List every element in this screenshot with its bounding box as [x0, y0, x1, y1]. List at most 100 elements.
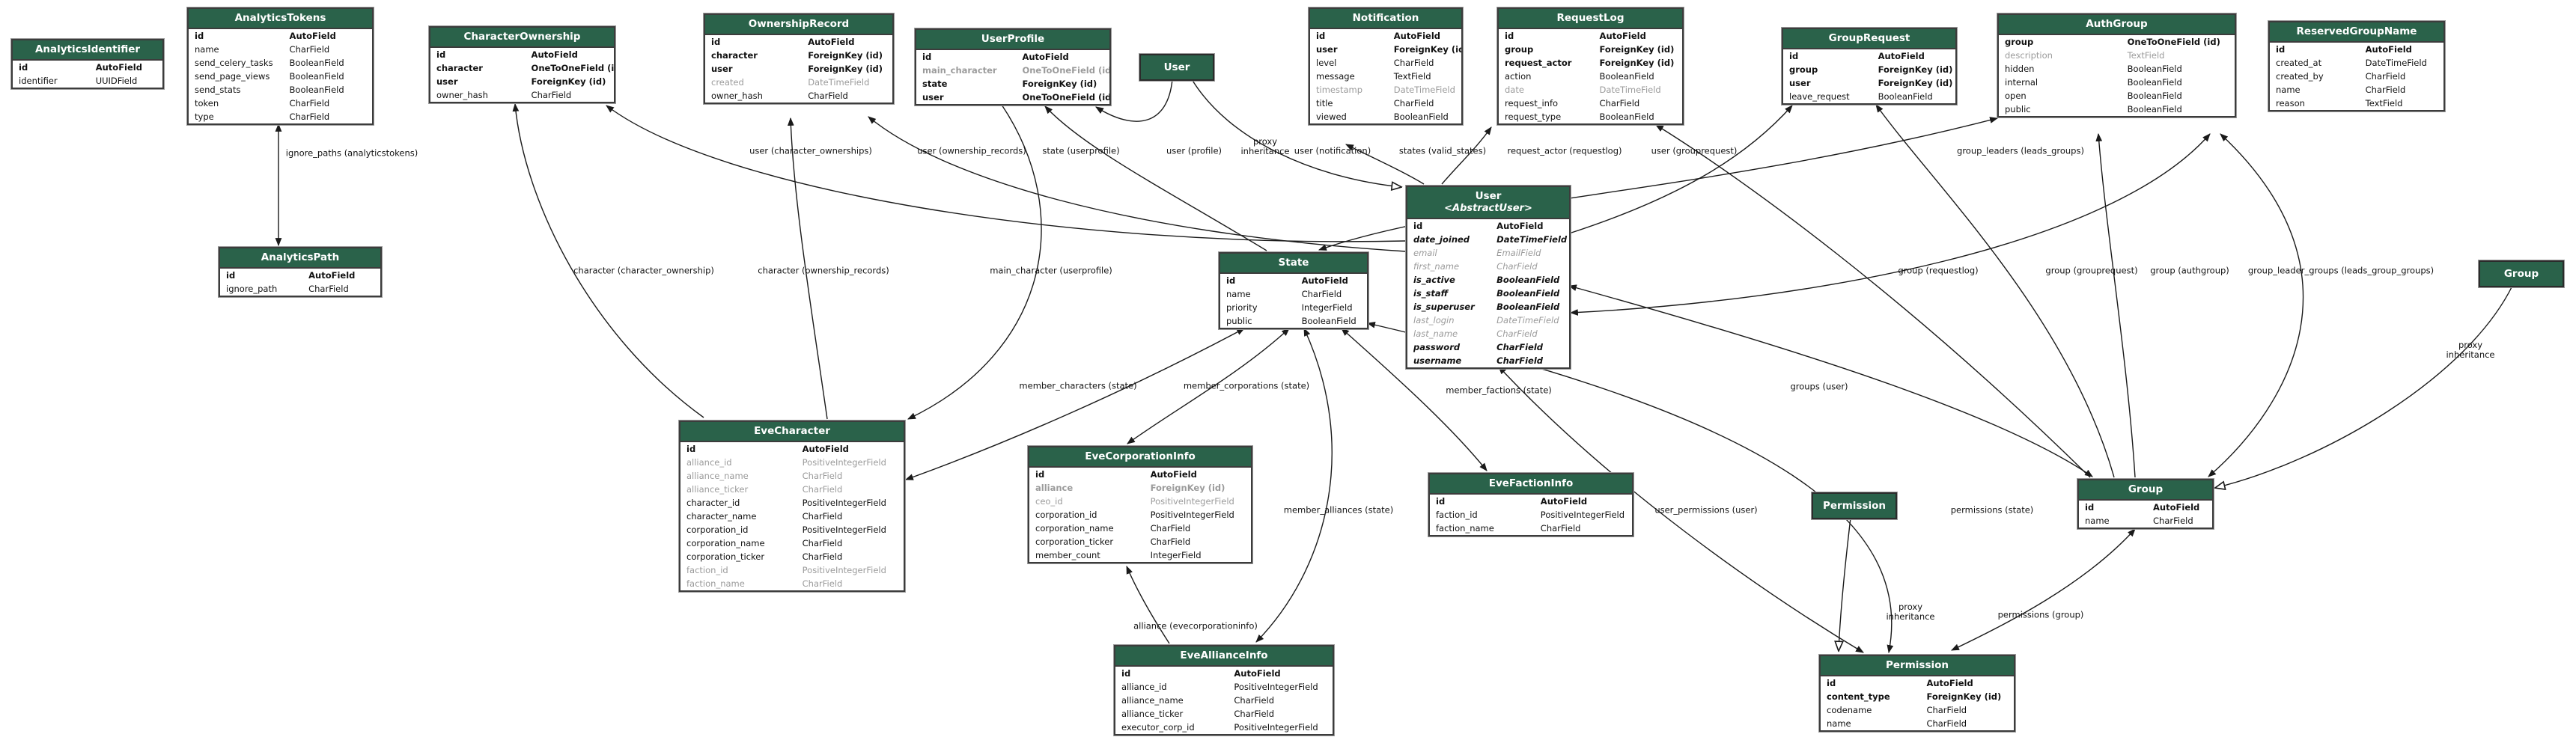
field-type: CharField	[802, 470, 843, 481]
field-name: id	[1226, 275, 1236, 286]
edge-label: request_actor (requestlog)	[1507, 145, 1622, 156]
table-title: Group	[2128, 483, 2164, 495]
field-name: priority	[1226, 302, 1258, 313]
field-type: PositiveIntegerField	[1150, 495, 1234, 507]
field-name: id	[922, 51, 932, 62]
field-name: id	[195, 30, 204, 41]
field-name: id	[1413, 221, 1423, 232]
field-name: created_by	[2276, 70, 2324, 82]
field-type: CharField	[1234, 708, 1275, 719]
field-type: AutoField	[308, 269, 356, 281]
field-type: ForeignKey (id)	[808, 49, 883, 61]
table-title: EveAllianceInfo	[1180, 649, 1268, 661]
table-title: CharacterOwnership	[463, 31, 581, 43]
field-type: AutoField	[1878, 50, 1925, 61]
field-name: ceo_id	[1035, 495, 1063, 507]
field-name: group	[1789, 64, 1818, 75]
field-name: name	[1226, 288, 1251, 299]
field-type: BooleanField	[1496, 275, 1560, 286]
edge-label: user_permissions (user)	[1654, 504, 1758, 516]
field-name: timestamp	[1316, 84, 1363, 95]
field-type: OneToOneField (id)	[531, 62, 614, 73]
table-header: RequestLog	[1499, 9, 1682, 29]
field-name: is_staff	[1413, 288, 1449, 299]
table-title: User	[1475, 190, 1502, 202]
field-name: alliance_name	[686, 470, 749, 481]
field-name: corporation_name	[686, 537, 765, 548]
field-type: BooleanField	[2127, 63, 2182, 74]
field-name: character	[711, 49, 758, 61]
field-type: OneToOneField (id)	[2127, 36, 2220, 47]
field-name: reason	[2276, 97, 2305, 108]
edge-label: member_characters (state)	[1019, 380, 1137, 391]
table-title: AnalyticsTokens	[234, 12, 326, 24]
field-type: BooleanField	[289, 84, 344, 95]
field-type: TextField	[2127, 49, 2165, 61]
field-type: ForeignKey (id)	[1022, 78, 1097, 89]
field-type: ForeignKey (id)	[1150, 482, 1225, 493]
edge-label: permissions (group)	[1997, 609, 2084, 620]
field-name: owner_hash	[436, 89, 488, 100]
field-type: OneToOneField (id)	[1022, 64, 1109, 76]
edge-label: proxy inheritance	[2446, 339, 2495, 360]
field-type: PositiveIntegerField	[802, 524, 886, 535]
field-type: CharField	[289, 111, 330, 122]
field-type: DateTimeField	[1393, 84, 1455, 95]
field-name: id	[686, 443, 696, 454]
field-type: AutoField	[2365, 43, 2412, 55]
field-type: CharField	[289, 43, 330, 55]
edge-user-characterownership-user	[606, 105, 1407, 242]
table-title: Permission	[1886, 659, 1949, 671]
table-header: AnalyticsTokens	[189, 9, 372, 29]
field-type: PositiveIntegerField	[1540, 509, 1625, 520]
proxy-model-box-user: User	[1139, 54, 1214, 81]
proxy-model-box-group: Group	[2479, 260, 2564, 287]
field-type: AutoField	[1599, 30, 1646, 41]
table-header: Permission	[1821, 656, 2014, 676]
field-name: character	[436, 62, 483, 73]
field-name: last_login	[1413, 315, 1455, 326]
edge-label: user (grouprequest)	[1651, 145, 1738, 156]
table-header: AnalyticsIdentifier	[13, 40, 162, 61]
edge-group-grouprequest-group	[1875, 104, 2115, 478]
field-name: first_name	[1413, 261, 1460, 272]
field-type: CharField	[802, 510, 843, 522]
field-name: identifier	[19, 75, 58, 86]
field-name: codename	[1827, 704, 1872, 715]
edge-permissionproxy-permission-proxy-inheritance	[1839, 517, 1851, 651]
edge-label: member_alliances (state)	[1283, 504, 1394, 516]
